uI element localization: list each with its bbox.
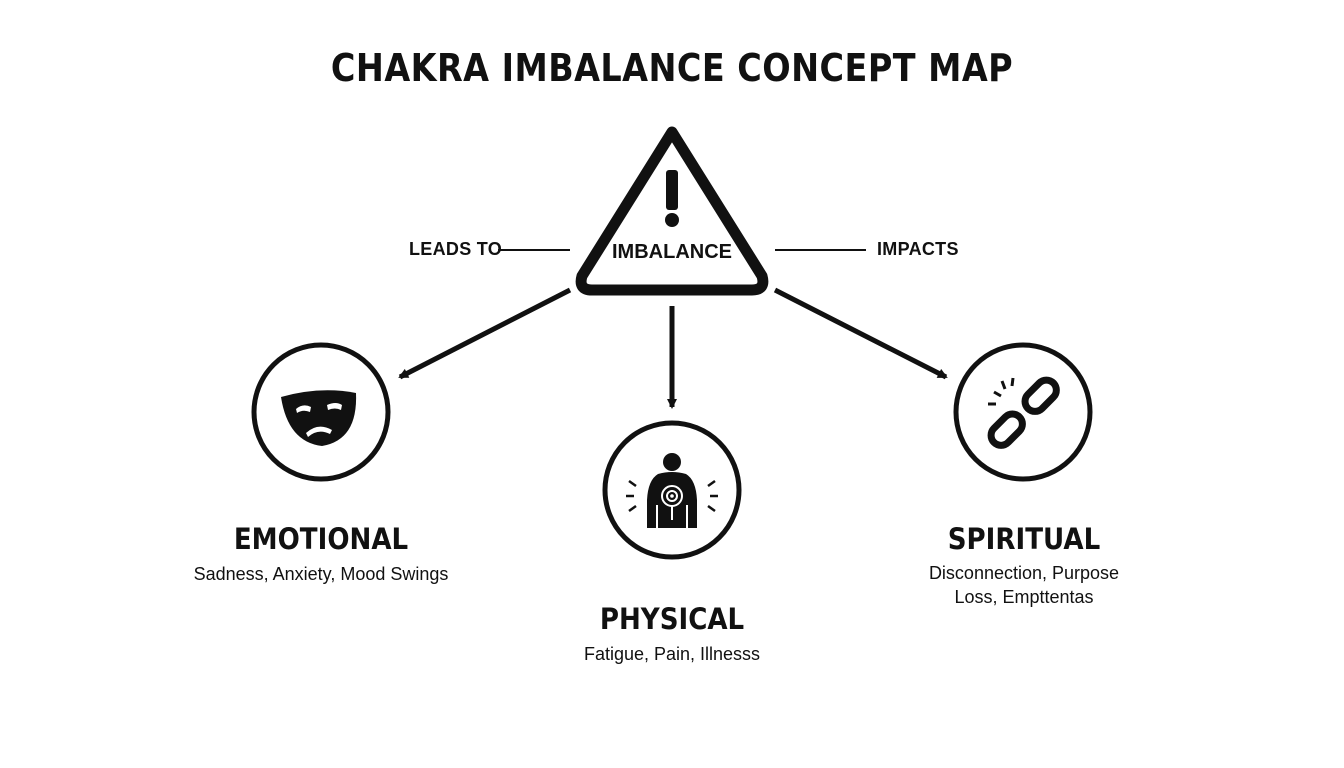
spiritual-node [953,342,1093,482]
physical-title: PHYSICAL [599,602,745,636]
spiritual-description-line1: Disconnection, Purpose [928,563,1120,583]
arrow-to-spiritual [773,287,948,380]
page-title: CHAKRA IMBALANCE CONCEPT MAP [330,46,1014,90]
leads-to-label: LEADS TO [409,239,503,259]
exclamation-bar [666,170,678,210]
arrow-to-emotional [398,287,572,380]
emotional-title: EMOTIONAL [233,522,409,556]
spiritual-description-line2: Loss, Empttentas [954,587,1094,607]
emotional-description: Sadness, Anxiety, Mood Swings [193,564,449,584]
broken-chain-icon [987,376,1060,449]
impacts-label: IMPACTS [877,239,959,259]
warning-triangle-icon [575,126,769,296]
body-pain-icon [626,453,718,528]
physical-description: Fatigue, Pain, Illnesss [583,644,761,664]
physical-node [602,420,742,560]
sad-mask-icon [281,390,357,446]
spiritual-title: SPIRITUAL [947,522,1101,556]
exclamation-dot [665,213,679,227]
imbalance-label: IMBALANCE [612,241,732,263]
emotional-node [251,342,391,482]
